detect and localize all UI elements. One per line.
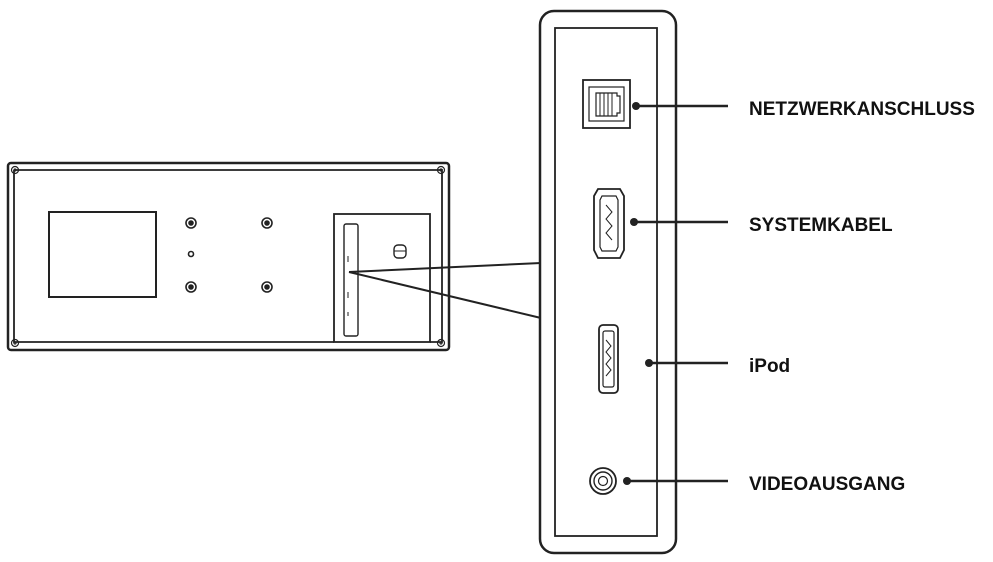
zoom-lines — [348, 262, 542, 319]
label-system-cable: SYSTEMKABEL — [749, 215, 893, 236]
connector-panel-detail — [538, 9, 678, 555]
video-jack-icon — [589, 467, 617, 495]
ipod-connector-icon — [598, 324, 619, 394]
screw-icon — [185, 217, 273, 293]
connector-bay — [333, 213, 431, 343]
callout-dots — [623, 102, 653, 485]
callout-leaders — [627, 104, 728, 483]
label-network: NETZWERKANSCHLUSS — [749, 99, 975, 120]
screw-icon — [10, 165, 446, 348]
device-rear-panel — [6, 161, 451, 352]
panel-window — [48, 211, 157, 298]
ethernet-port-icon — [582, 79, 631, 129]
connector-strip — [343, 223, 359, 337]
label-video-out: VIDEOAUSGANG — [749, 474, 905, 495]
label-ipod: iPod — [749, 356, 790, 377]
hdmi-port-icon — [593, 188, 625, 259]
